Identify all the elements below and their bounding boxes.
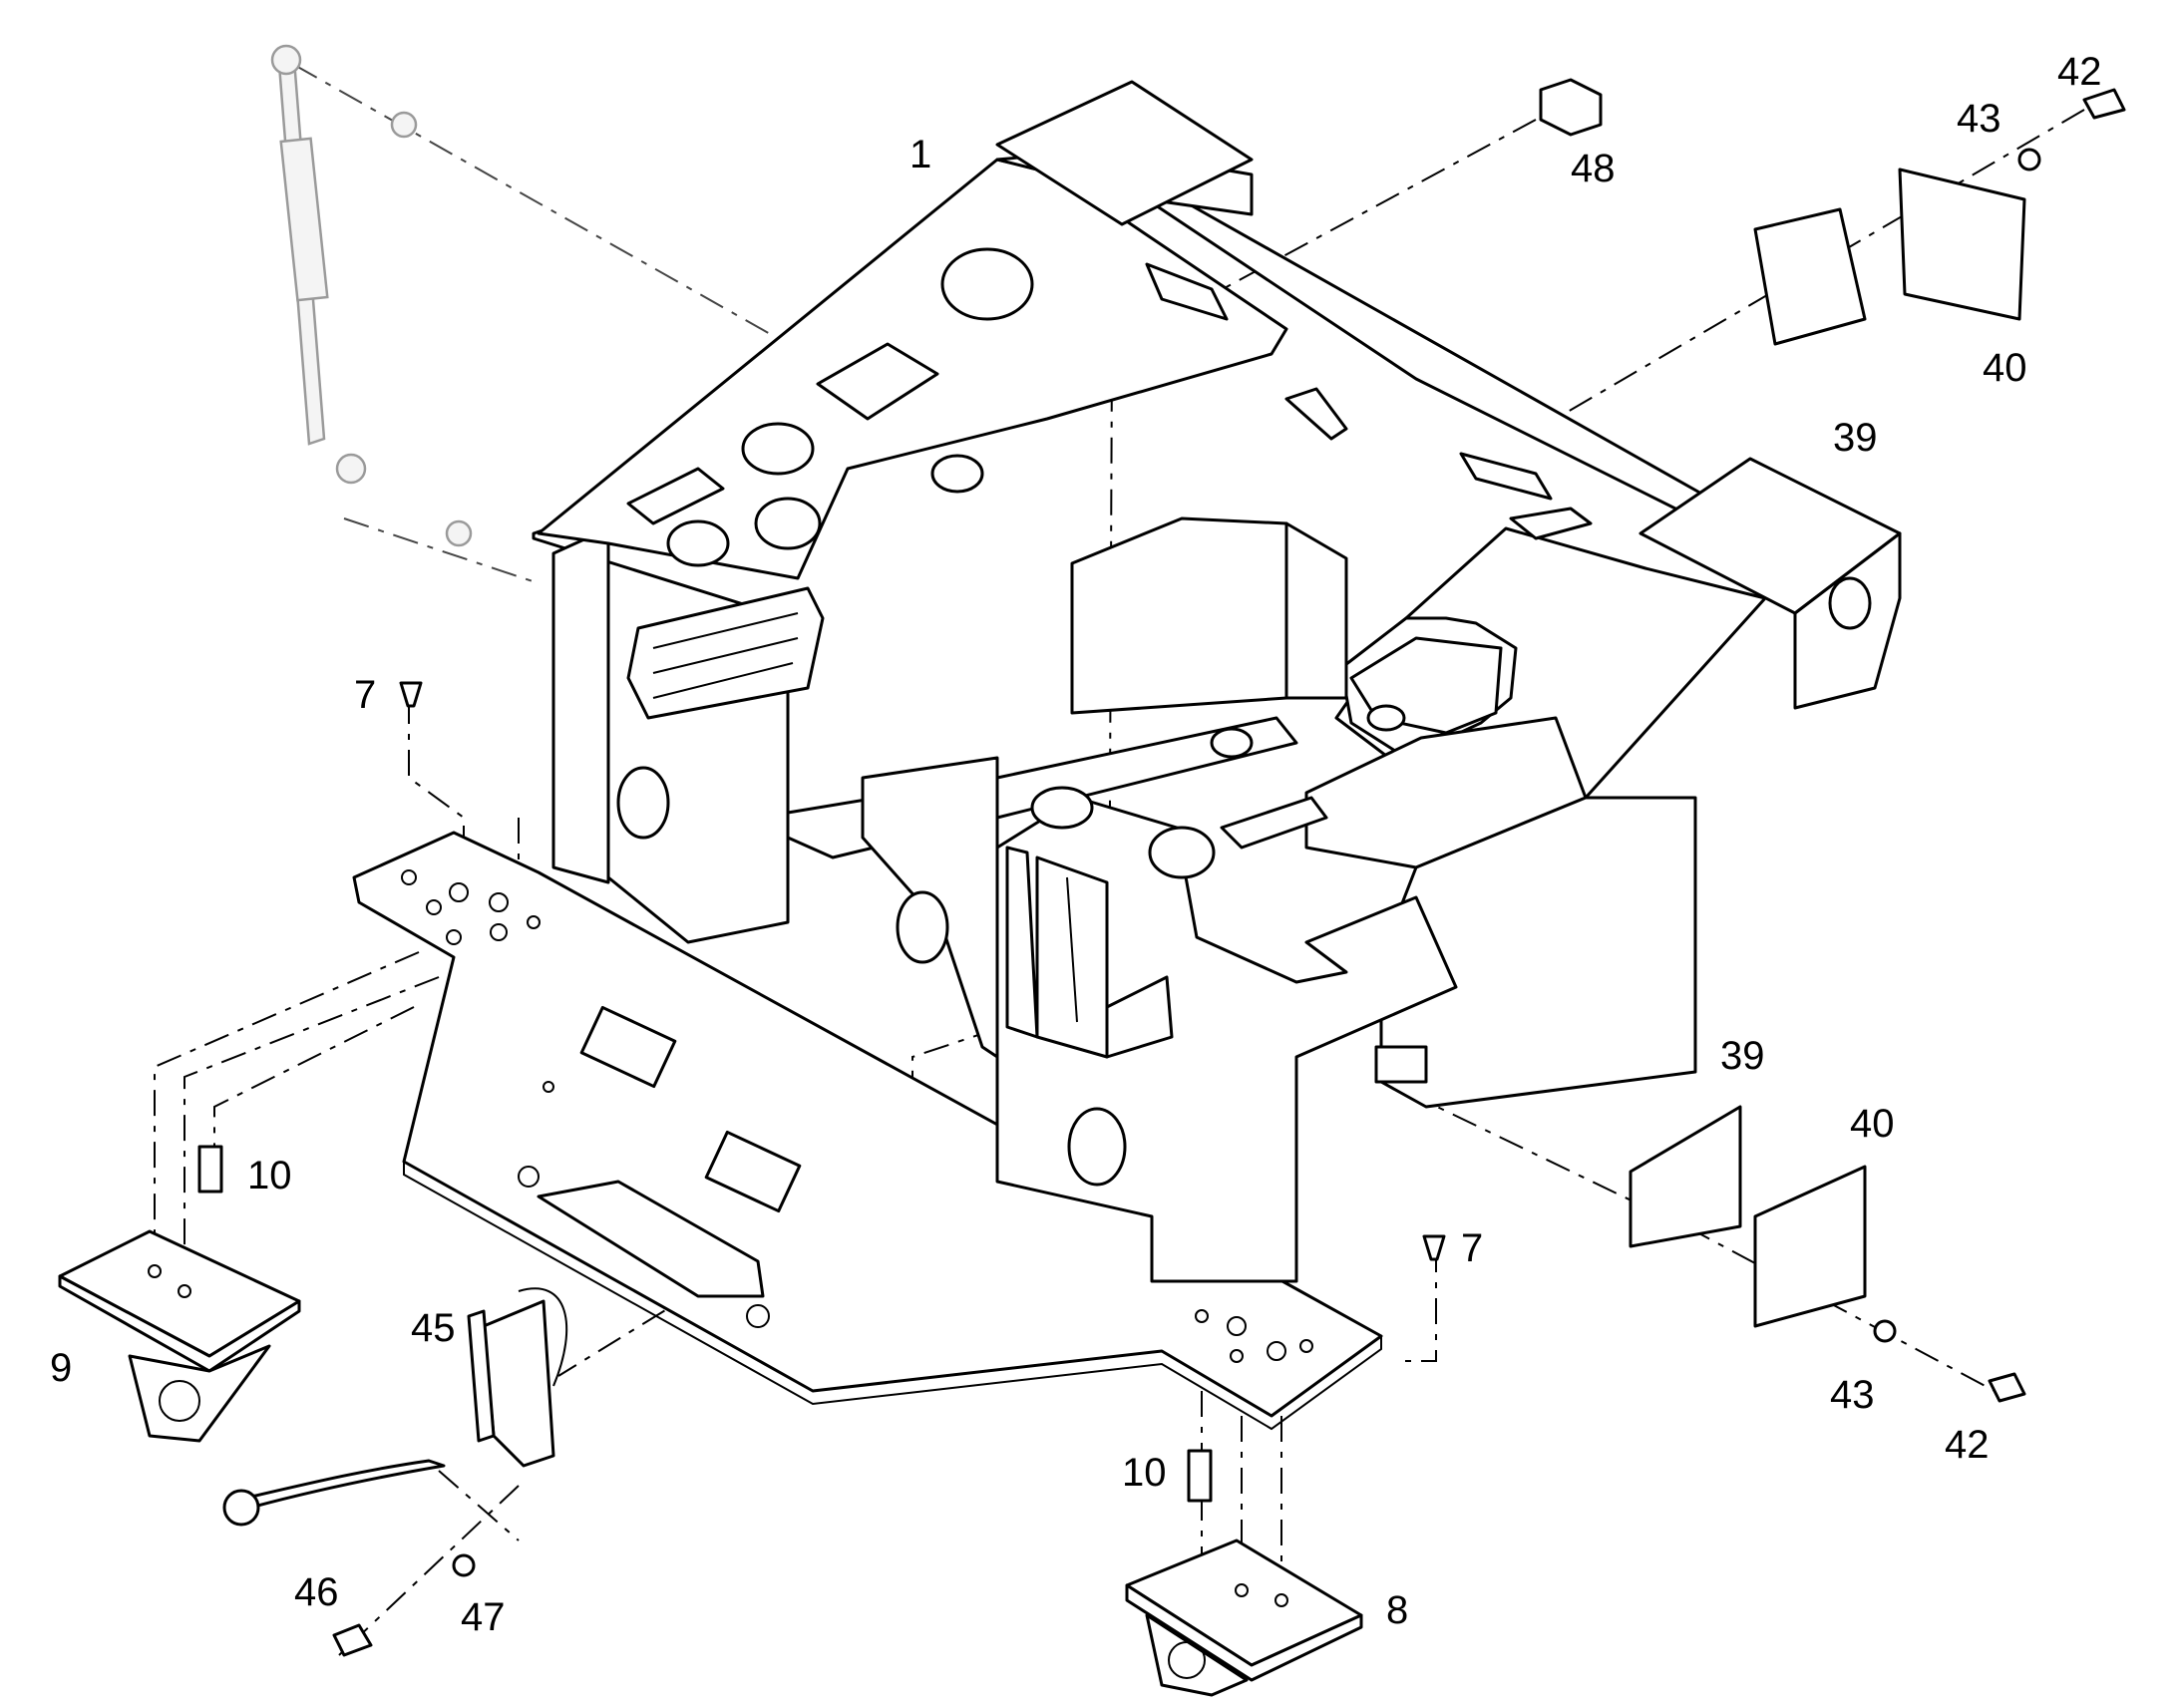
callout-9: 9 bbox=[50, 1346, 72, 1390]
gasket-39-bottom bbox=[1629, 1105, 1742, 1248]
callout-43-bottom: 43 bbox=[1830, 1373, 1875, 1417]
callout-10-left: 10 bbox=[247, 1154, 292, 1197]
hardware bbox=[197, 78, 2126, 1657]
frame-vents bbox=[626, 586, 825, 720]
callout-7-right: 7 bbox=[1461, 1226, 1483, 1270]
callout-39-top: 39 bbox=[1833, 416, 1878, 460]
lever-assembly bbox=[222, 1287, 568, 1527]
callout-42-top: 42 bbox=[2057, 50, 2102, 94]
plug-7-right bbox=[1422, 1234, 1446, 1261]
screw-42-top bbox=[2082, 88, 2126, 120]
callout-8: 8 bbox=[1386, 1588, 1408, 1632]
callout-7-left: 7 bbox=[354, 673, 376, 717]
callout-43-top: 43 bbox=[1957, 97, 2001, 141]
callout-40-top: 40 bbox=[1983, 346, 2027, 390]
callouts: 1 48 42 43 40 39 7 10 9 45 46 47 39 40 7… bbox=[50, 50, 2102, 1639]
cover-40-bottom bbox=[1753, 1165, 1867, 1328]
callout-46: 46 bbox=[294, 1570, 339, 1614]
covers bbox=[1629, 168, 2026, 1328]
washer-43-bottom bbox=[1873, 1319, 1897, 1343]
callout-47: 47 bbox=[461, 1595, 506, 1639]
gasket-39-top bbox=[1753, 207, 1867, 346]
callout-1: 1 bbox=[909, 133, 931, 176]
base-plate-holes bbox=[401, 869, 1313, 1363]
callout-48: 48 bbox=[1571, 147, 1616, 190]
cover-40-top bbox=[1898, 168, 2026, 321]
mount-9 bbox=[58, 1229, 301, 1443]
washer-43-top bbox=[2017, 148, 2041, 171]
frame-top-features bbox=[626, 247, 1593, 879]
callout-45: 45 bbox=[411, 1306, 456, 1350]
mount-8 bbox=[1125, 1538, 1363, 1697]
washer-47 bbox=[452, 1553, 476, 1577]
callout-40-bottom: 40 bbox=[1850, 1102, 1895, 1146]
fitting-10-left bbox=[197, 1145, 223, 1194]
screw-46 bbox=[332, 1623, 373, 1657]
callout-42-bottom: 42 bbox=[1945, 1423, 1990, 1467]
gas-spring bbox=[270, 44, 473, 547]
bumper-48 bbox=[1539, 78, 1603, 137]
fitting-10-right bbox=[1187, 1449, 1213, 1503]
plug-7-left bbox=[399, 681, 423, 708]
callout-39-bottom: 39 bbox=[1720, 1034, 1765, 1078]
main-frame bbox=[532, 80, 1902, 1283]
callout-10-right: 10 bbox=[1122, 1451, 1167, 1495]
base-plate bbox=[352, 831, 1383, 1431]
screw-42-bottom bbox=[1988, 1372, 2026, 1403]
